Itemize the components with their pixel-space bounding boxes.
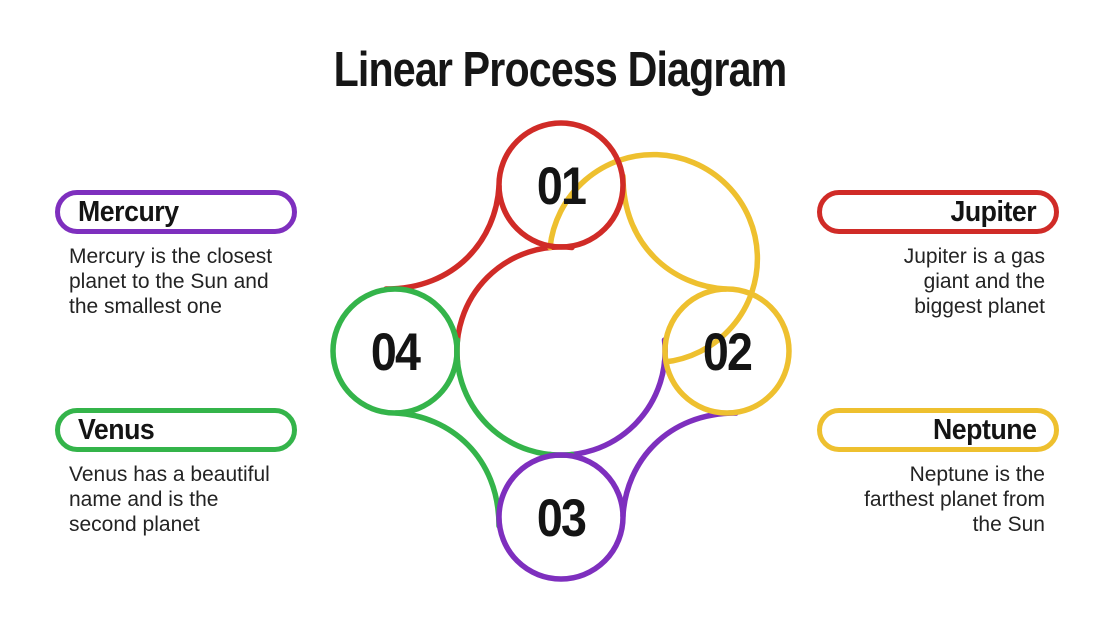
planet-description: Jupiter is a gas giant and the biggest p… — [817, 244, 1059, 319]
connector-yellow-02-01 — [620, 173, 729, 292]
description-line: the Sun — [972, 513, 1045, 536]
node-circle-03 — [496, 452, 626, 582]
node-number-03: 03 — [537, 488, 585, 547]
description-line: planet to the Sun and — [69, 270, 269, 293]
description-line: Venus has a beautiful — [69, 463, 270, 486]
planet-description: Venus has a beautiful name and is the se… — [55, 462, 297, 537]
inner-arc-red — [454, 244, 575, 365]
description-line: biggest planet — [914, 295, 1045, 318]
description-line: Neptune is the — [909, 463, 1045, 486]
inner-arc-green — [454, 337, 575, 458]
node-circle-02 — [662, 286, 792, 416]
inner-arc-purple — [547, 337, 668, 458]
info-card-venus: Venus Venus has a beautiful name and is … — [55, 408, 297, 537]
node-number-04: 04 — [371, 322, 421, 381]
description-line: giant and the — [923, 270, 1045, 293]
planet-pill-neptune: Neptune — [817, 408, 1059, 452]
info-card-neptune: Neptune Neptune is the farthest planet f… — [817, 408, 1059, 537]
node-circle-04 — [330, 286, 460, 416]
node-circle-01 — [496, 120, 626, 250]
planet-pill-label: Mercury — [78, 195, 179, 228]
description-line: Jupiter is a gas — [903, 245, 1045, 268]
planet-pill-label: Neptune — [932, 413, 1037, 446]
planet-pill-mercury: Mercury — [55, 190, 297, 234]
connector-green-04-03 — [393, 410, 502, 529]
node-number-01: 01 — [537, 156, 586, 215]
planet-pill-label: Venus — [78, 413, 155, 446]
planet-pill-jupiter: Jupiter — [817, 190, 1059, 234]
connector-purple-03-02 — [620, 410, 739, 519]
info-card-jupiter: Jupiter Jupiter is a gas giant and the b… — [817, 190, 1059, 319]
connector-red-01-04 — [383, 183, 502, 292]
planet-pill-label: Jupiter — [950, 195, 1036, 228]
planet-pill-venus: Venus — [55, 408, 297, 452]
planet-description: Mercury is the closest planet to the Sun… — [55, 244, 297, 319]
description-line: second planet — [69, 513, 200, 536]
node-number-02: 02 — [703, 322, 751, 381]
description-line: Mercury is the closest — [69, 245, 273, 268]
page-title: Linear Process Diagram — [333, 43, 788, 97]
description-line: farthest planet from — [864, 488, 1045, 511]
info-card-mercury: Mercury Mercury is the closest planet to… — [55, 190, 297, 319]
description-line: name and is the — [69, 488, 219, 511]
planet-description: Neptune is the farthest planet from the … — [817, 462, 1059, 537]
description-line: the smallest one — [69, 295, 222, 318]
inner-arc-yellow — [547, 151, 761, 365]
